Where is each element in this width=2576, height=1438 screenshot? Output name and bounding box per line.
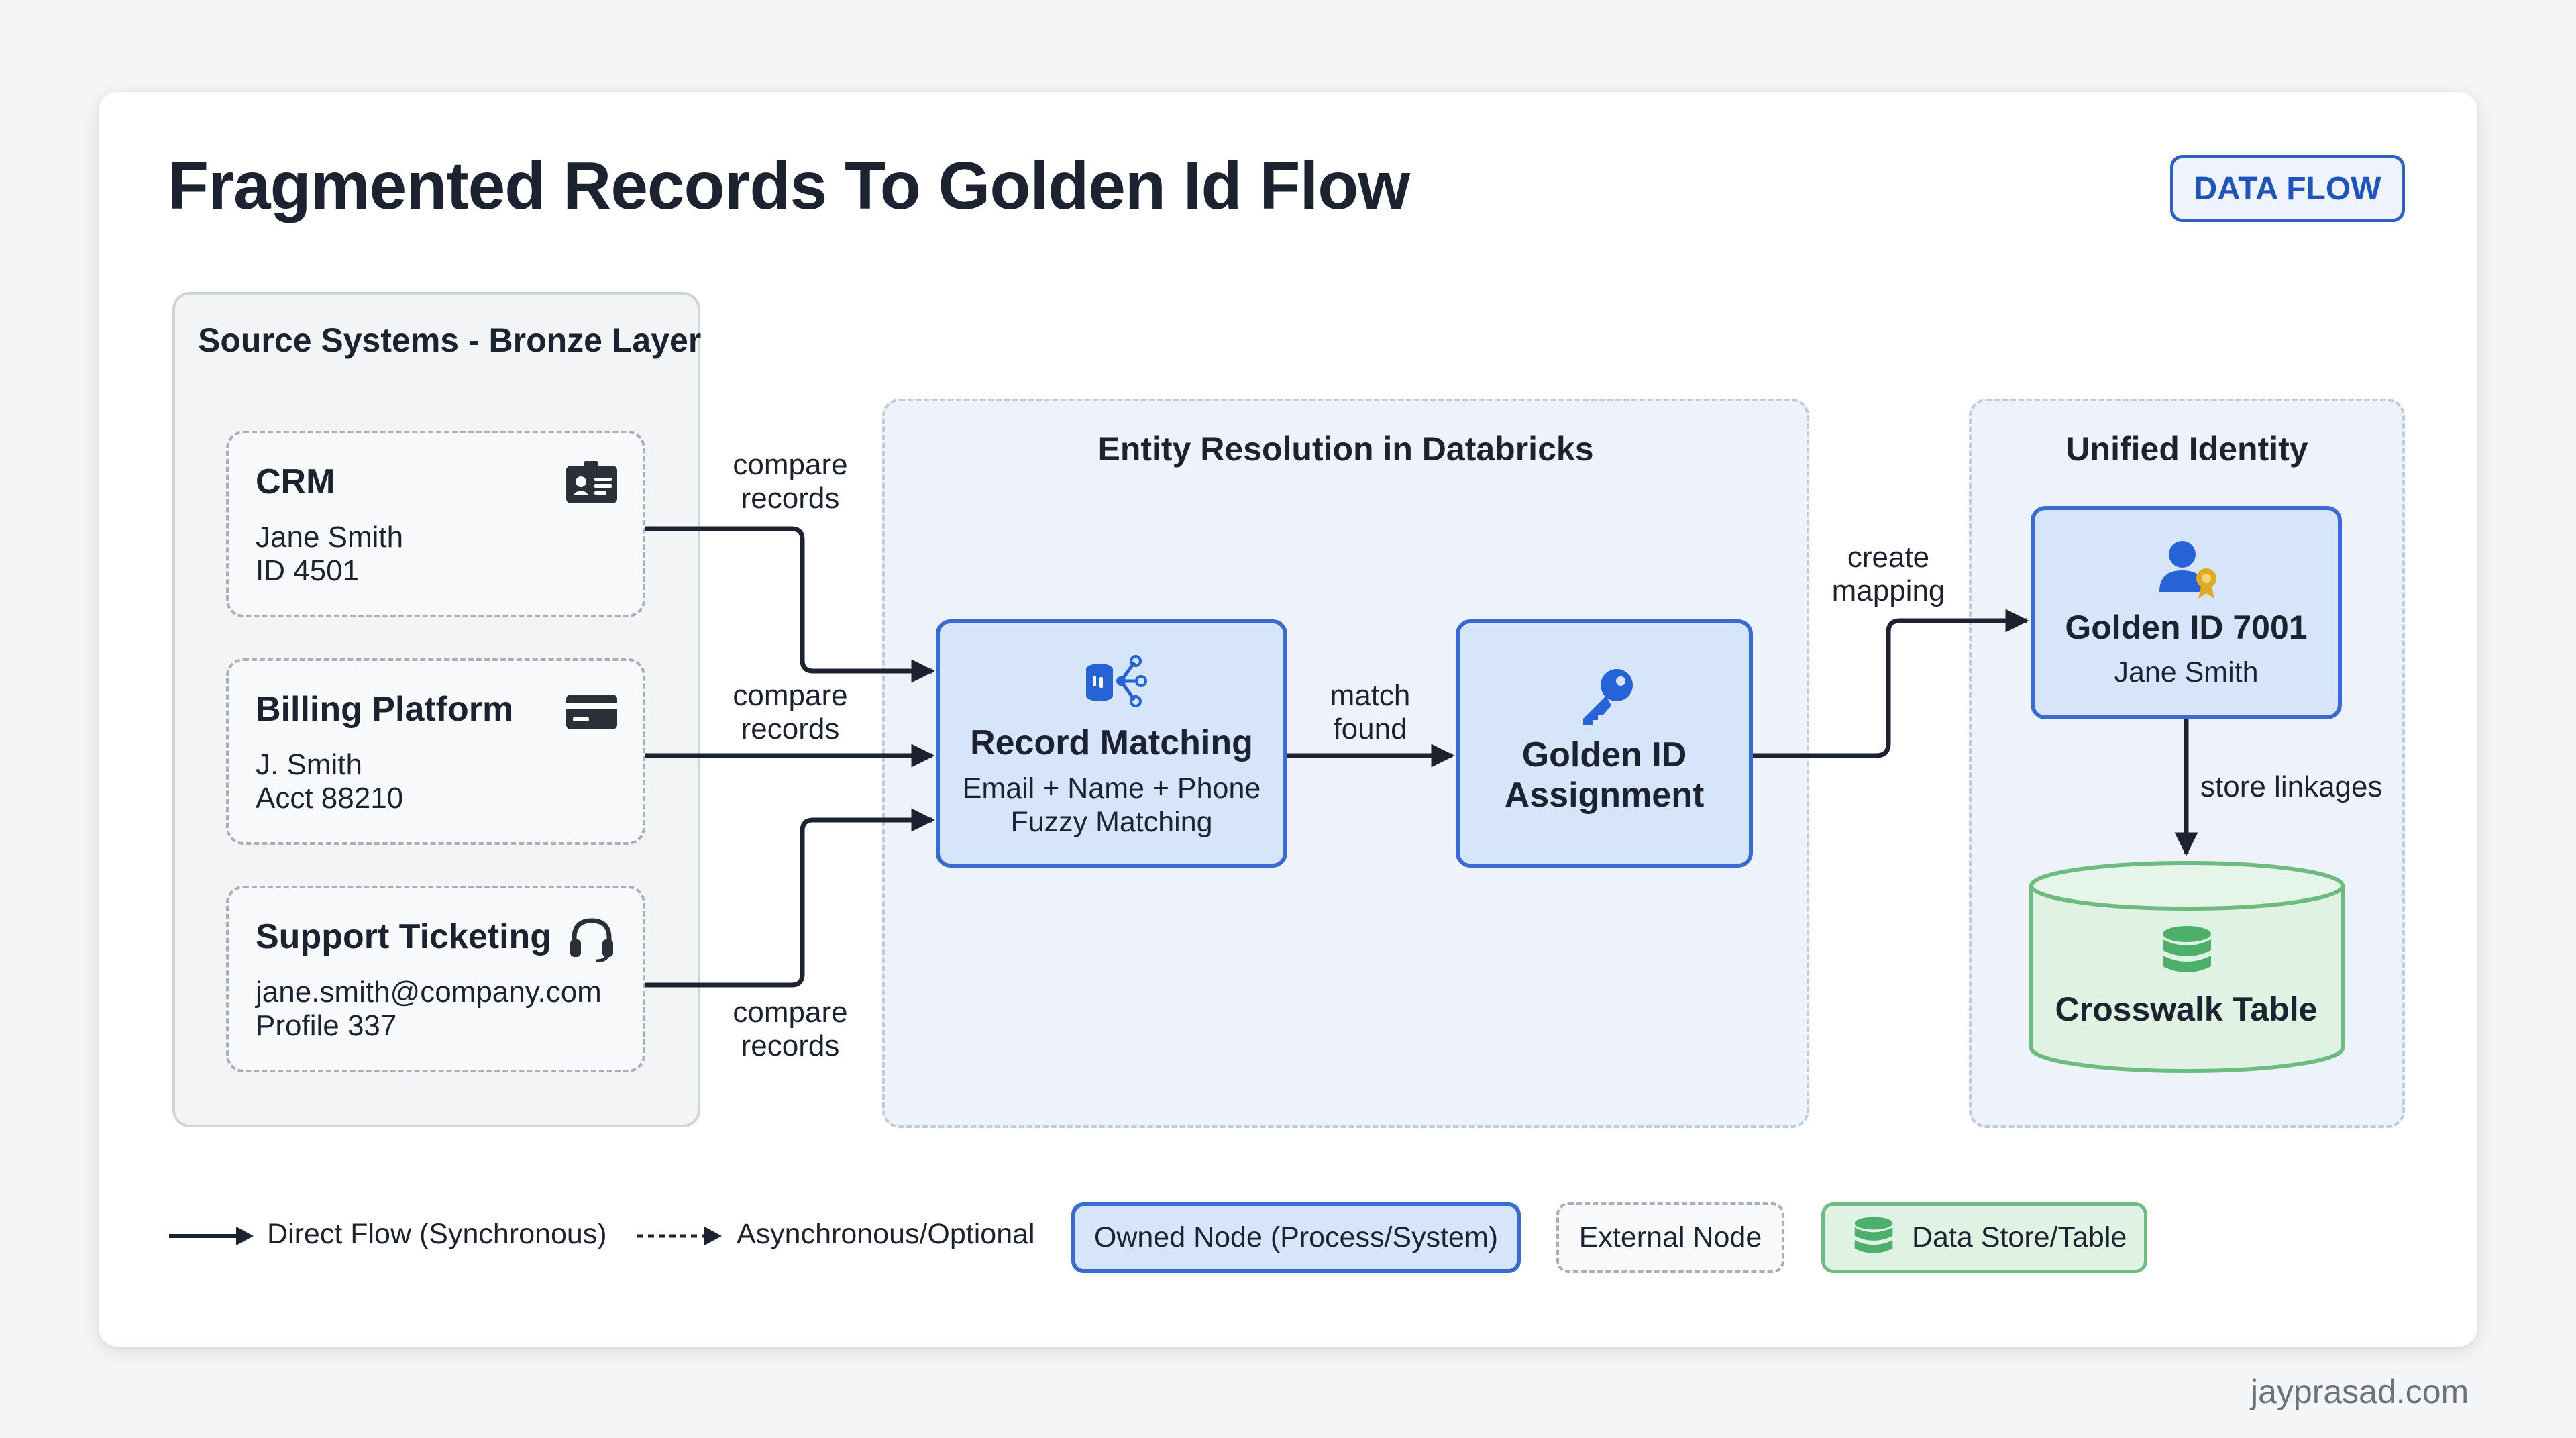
- legend-data-store-label: Data Store/Table: [1912, 1221, 2127, 1253]
- id-card-icon: [566, 461, 617, 503]
- credit-card-icon: [566, 695, 617, 729]
- unified-panel-title: Unified Identity: [2065, 430, 2308, 468]
- data-flow-badge: DATA FLOW: [2170, 155, 2405, 222]
- footer-watermark: jayprasad.com: [2251, 1373, 2469, 1410]
- user-badge-icon: [2159, 541, 2216, 599]
- support-node-line1: jane.smith@company.com: [256, 976, 602, 1009]
- golden-id-name: Golden ID 7001: [2065, 609, 2308, 646]
- golden-id-assignment-node: Golden ID Assignment: [1456, 619, 1753, 868]
- edge-crm-to-matching: [645, 526, 935, 683]
- support-ticketing-node: Support Ticketing jane.smith@company.com…: [226, 886, 645, 1072]
- legend-data-store: Data Store/Table: [1821, 1202, 2147, 1273]
- legend-owned-node: Owned Node (Process/System): [1071, 1202, 1521, 1273]
- support-node-line2: Profile 337: [256, 1009, 397, 1042]
- database-icon: [2163, 926, 2211, 972]
- crm-node: CRM Jane Smith ID 4501: [226, 431, 645, 617]
- crosswalk-cylinder: [2029, 861, 2345, 1073]
- record-matching-name: Record Matching: [970, 723, 1253, 762]
- edge-assignment-to-golden-id: [1753, 609, 2029, 758]
- legend-external-node: External Node: [1556, 1202, 1784, 1273]
- support-node-name: Support Ticketing: [256, 917, 552, 956]
- crm-node-line1: Jane Smith: [256, 521, 404, 554]
- crosswalk-name: Crosswalk Table: [2055, 990, 2318, 1028]
- record-matching-node: Record Matching Email + Name + Phone Fuz…: [936, 619, 1287, 868]
- legend-database-icon: [1854, 1217, 1893, 1253]
- legend-dashed-arrow-icon: [637, 1227, 722, 1245]
- edge-support-to-matching: [645, 808, 935, 988]
- golden-id-node: Golden ID 7001 Jane Smith: [2031, 506, 2342, 719]
- headset-icon: [570, 918, 613, 962]
- golden-id-line1: Jane Smith: [2114, 656, 2259, 688]
- key-icon: [1583, 669, 1633, 725]
- er-panel-title: Entity Resolution in Databricks: [1097, 430, 1594, 468]
- legend-direct-flow: Direct Flow (Synchronous): [267, 1218, 607, 1250]
- page-title: Fragmented Records To Golden Id Flow: [168, 148, 1410, 223]
- legend-solid-arrow-icon: [169, 1227, 254, 1245]
- billing-node-line2: Acct 88210: [256, 782, 404, 815]
- golden-assignment-name: Golden ID Assignment: [1504, 735, 1705, 815]
- record-matching-line2: Fuzzy Matching: [1010, 806, 1213, 838]
- legend-async-flow: Asynchronous/Optional: [737, 1218, 1035, 1250]
- crm-node-name: CRM: [256, 462, 335, 501]
- matching-network-icon: [1086, 655, 1147, 707]
- crm-node-line2: ID 4501: [256, 554, 360, 587]
- record-matching-line1: Email + Name + Phone: [962, 772, 1261, 805]
- billing-platform-node: Billing Platform J. Smith Acct 88210: [226, 658, 645, 845]
- source-panel-title: Source Systems - Bronze Layer: [198, 321, 702, 359]
- billing-node-name: Billing Platform: [256, 690, 514, 729]
- edge-label-store-linkages: store linkages: [2200, 770, 2383, 803]
- billing-node-line1: J. Smith: [256, 748, 362, 781]
